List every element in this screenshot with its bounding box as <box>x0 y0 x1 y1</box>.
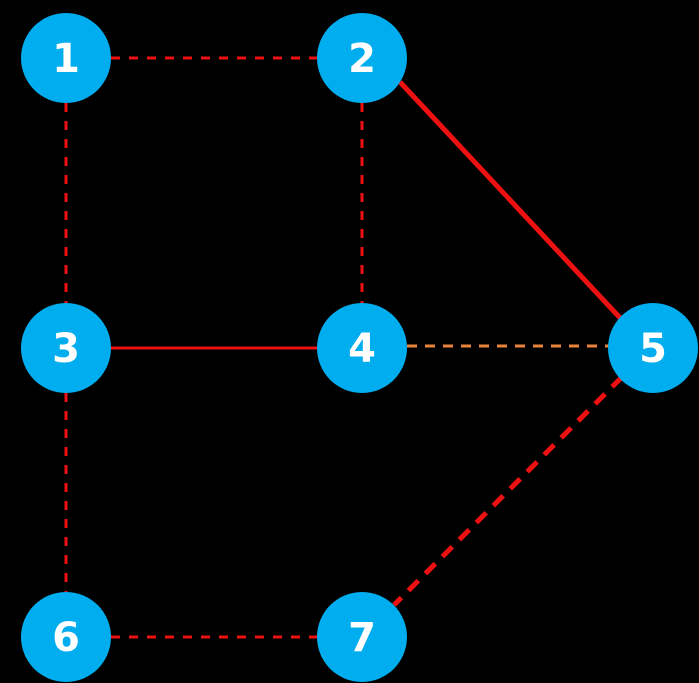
graph-node-6[interactable]: 6 <box>21 592 111 682</box>
node-circle-5[interactable] <box>608 303 698 393</box>
graph-edge-2-5[interactable] <box>398 80 624 322</box>
node-circle-2[interactable] <box>317 13 407 103</box>
graph-node-4[interactable]: 4 <box>317 303 407 393</box>
graph-node-1[interactable]: 1 <box>21 13 111 103</box>
graph-node-7[interactable]: 7 <box>317 592 407 682</box>
graph-node-3[interactable]: 3 <box>21 303 111 393</box>
node-circle-3[interactable] <box>21 303 111 393</box>
node-circle-1[interactable] <box>21 13 111 103</box>
node-circle-4[interactable] <box>317 303 407 393</box>
node-circle-6[interactable] <box>21 592 111 682</box>
edge-layer <box>64 56 624 639</box>
graph-node-2[interactable]: 2 <box>317 13 407 103</box>
graph-node-5[interactable]: 5 <box>608 303 698 393</box>
node-circle-7[interactable] <box>317 592 407 682</box>
graph-edge-5-7[interactable] <box>392 375 624 607</box>
